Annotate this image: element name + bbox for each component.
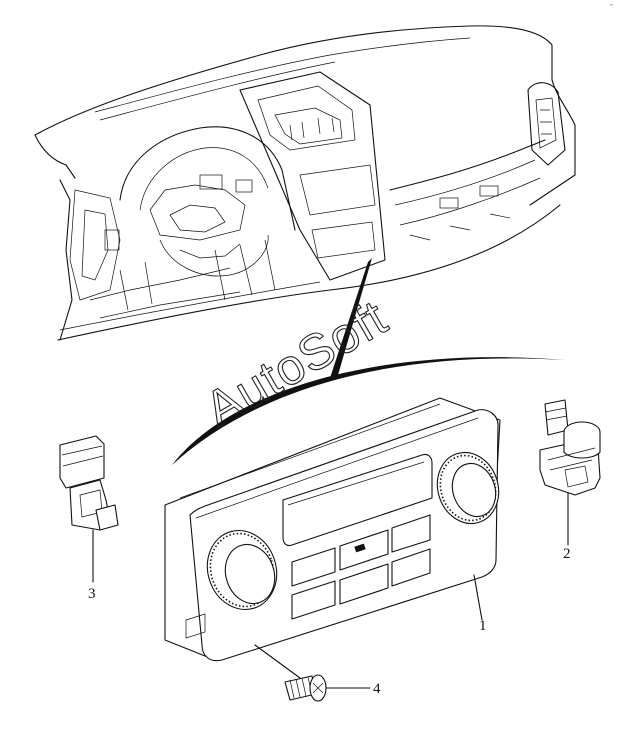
watermark-text: AutoSoft <box>196 289 397 437</box>
callout-1: 1 <box>479 618 487 634</box>
screw-part-4 <box>284 674 327 702</box>
callouts: 1 2 3 4 ″ <box>88 3 613 697</box>
callout-2: 2 <box>563 546 571 562</box>
connector-part-3 <box>59 435 119 531</box>
callout-3: 3 <box>88 586 96 602</box>
leader-lines <box>92 492 569 689</box>
dashboard-assembly <box>34 25 576 341</box>
hvac-control-panel <box>164 397 501 662</box>
corner-mark: ″ <box>610 3 613 12</box>
connector-part-2 <box>539 399 601 496</box>
callout-4: 4 <box>373 681 381 697</box>
